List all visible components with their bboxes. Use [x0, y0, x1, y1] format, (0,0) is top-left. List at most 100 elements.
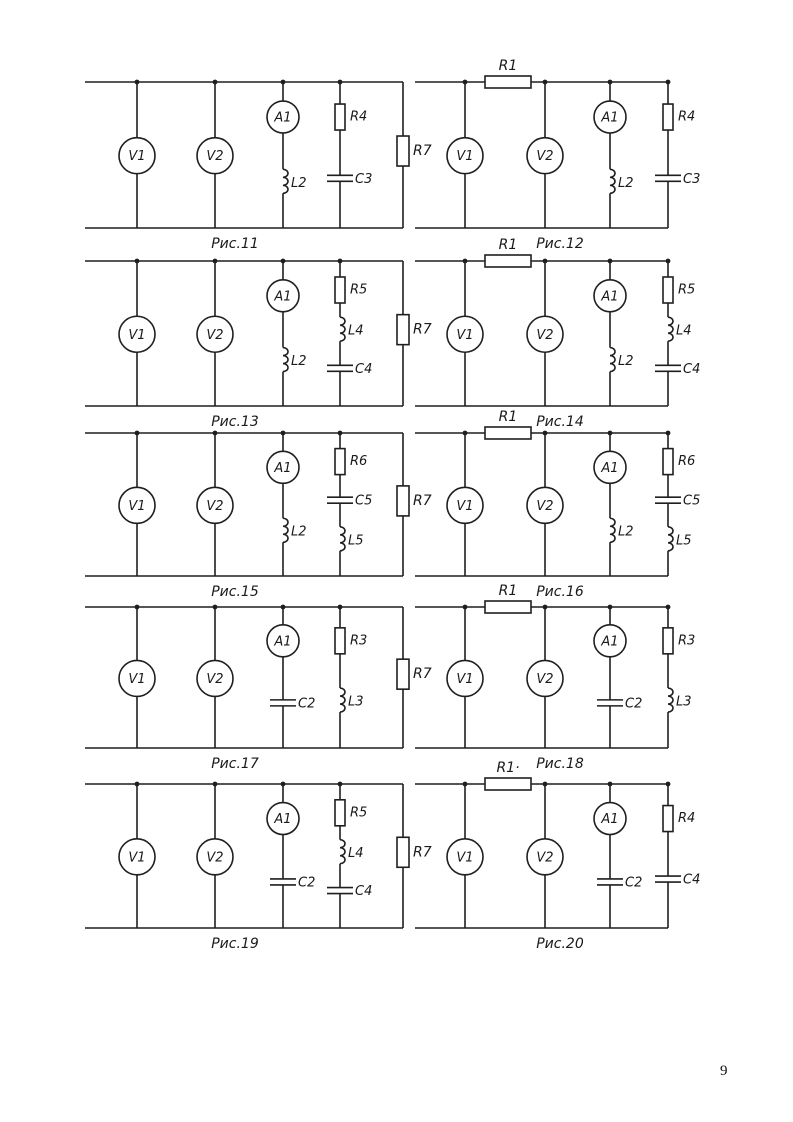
junction-dot	[337, 258, 343, 264]
inductor-coil	[609, 346, 616, 373]
figure-caption: Рис.18	[536, 756, 584, 772]
meter-label: V1	[456, 672, 473, 687]
figure-caption: Рис.11	[211, 236, 259, 252]
series-resistor-symbol	[484, 777, 532, 791]
inductor-coil	[339, 316, 346, 342]
resistor-label: R6	[350, 454, 367, 469]
meter-circle	[446, 136, 484, 175]
figure-caption: Рис.20	[536, 936, 584, 952]
junction-dot	[462, 604, 468, 610]
figure-caption: Рис.17	[211, 756, 259, 772]
junction-dot	[337, 430, 343, 436]
resistor-symbol	[662, 627, 674, 655]
meter-circle	[446, 315, 484, 354]
meter-label: V2	[206, 850, 223, 865]
meter-label: V1	[128, 328, 145, 343]
capacitor-gap	[326, 497, 354, 504]
junction-dot	[212, 781, 218, 787]
meter-circle	[196, 659, 234, 698]
capacitor-gap	[326, 175, 354, 182]
meter-label: V1	[128, 499, 145, 514]
capacitor-label: C5	[355, 494, 372, 509]
meter-label: V1	[456, 850, 473, 865]
junction-dot	[280, 430, 286, 436]
meter-circle	[593, 624, 627, 658]
capacitor-label: C4	[355, 362, 372, 377]
inductor-gap	[339, 317, 348, 342]
meter-circle	[446, 659, 484, 698]
junction-dot	[462, 781, 468, 787]
meter-circle	[526, 837, 564, 876]
capacitor-label: C5	[683, 494, 700, 509]
series-resistor-label: R1·	[496, 760, 519, 776]
resistor-label: R4	[678, 110, 695, 125]
junction-dot	[134, 430, 140, 436]
junction-dot	[337, 604, 343, 610]
capacitor-gap	[654, 497, 682, 504]
resistor-label: R4	[350, 110, 367, 125]
junction-dot	[665, 79, 671, 85]
meter-circle	[266, 450, 300, 485]
meter-label: A1	[273, 289, 291, 304]
series-resistor-label: R1	[499, 409, 518, 425]
figure-caption: Рис.16	[536, 584, 584, 600]
meter-circle	[526, 659, 564, 698]
inductor-coil	[667, 687, 674, 713]
meter-label: V2	[206, 672, 223, 687]
load-resistor-symbol	[396, 313, 410, 346]
inductor-label: L5	[676, 533, 692, 548]
junction-dot	[542, 781, 548, 787]
figure-caption: Рис.19	[211, 936, 259, 952]
meter-label: A1	[600, 289, 618, 304]
junction-dot	[607, 79, 613, 85]
load-resistor-label: R7	[413, 143, 432, 159]
junction-dot	[337, 781, 343, 787]
meter-label: V1	[456, 328, 473, 343]
junction-dot	[212, 430, 218, 436]
meter-circle	[593, 450, 627, 485]
meter-label: V2	[536, 499, 553, 514]
meter-label: A1	[273, 461, 291, 476]
load-resistor-label: R7	[413, 493, 432, 509]
junction-dot	[607, 604, 613, 610]
meter-circle	[118, 659, 156, 698]
junction-dot	[462, 258, 468, 264]
junction-dot	[542, 79, 548, 85]
inductor-gap	[609, 169, 618, 194]
junction-dot	[337, 79, 343, 85]
meter-label: A1	[273, 634, 291, 649]
load-resistor-symbol	[396, 658, 410, 690]
meter-circle	[266, 624, 300, 658]
junction-dot	[134, 781, 140, 787]
junction-dot	[134, 79, 140, 85]
figure-caption: Рис.12	[536, 236, 584, 252]
meter-circle	[446, 486, 484, 525]
meter-label: V2	[536, 149, 553, 164]
inductor-label: L2	[291, 354, 307, 369]
inductor-gap	[609, 347, 618, 372]
junction-dot	[462, 430, 468, 436]
meter-circle	[196, 837, 234, 876]
inductor-coil	[282, 517, 289, 544]
capacitor-label: C4	[683, 873, 700, 888]
inductor-gap	[667, 688, 676, 713]
junction-dot	[542, 604, 548, 610]
resistor-label: R5	[678, 283, 695, 298]
meter-circle	[593, 801, 627, 836]
meter-circle	[526, 136, 564, 175]
capacitor-gap	[269, 878, 297, 885]
resistor-label: R6	[678, 454, 695, 469]
capacitor-label: C3	[355, 172, 372, 187]
inductor-gap	[282, 347, 291, 372]
inductor-gap	[282, 169, 291, 194]
junction-dot	[280, 258, 286, 264]
meter-circle	[593, 100, 627, 134]
meter-label: V2	[536, 328, 553, 343]
meter-label: V2	[536, 672, 553, 687]
